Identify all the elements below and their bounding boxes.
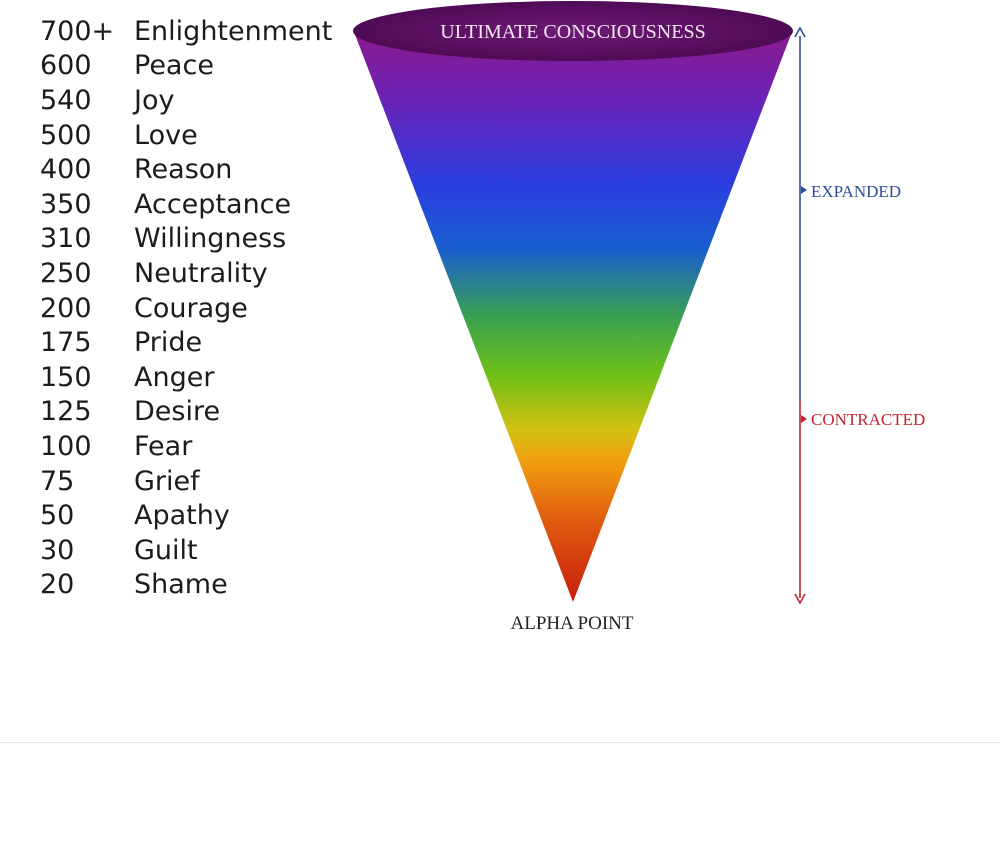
alpha-point-label: ALPHA POINT (511, 613, 634, 634)
scale-row: 75 Grief (40, 464, 360, 499)
scale-value: 200 (40, 292, 92, 324)
scale-level-name: Guilt (134, 534, 198, 566)
scale-row: 175 Pride (40, 325, 360, 360)
arrow-up-icon (794, 26, 806, 38)
scale-level-name: Enlightenment (134, 15, 333, 47)
expanded-marker-icon (801, 186, 807, 194)
bottom-divider (0, 742, 1000, 743)
cone-body (354, 32, 792, 602)
scale-value: 100 (40, 430, 92, 462)
scale-value: 75 (40, 465, 75, 497)
scale-row: 500 Love (40, 118, 360, 153)
scale-value: 175 (40, 327, 92, 359)
scale-level-name: Shame (134, 569, 228, 601)
scale-row: 400 Reason (40, 152, 360, 187)
scale-level-name: Neutrality (134, 257, 268, 289)
scale-level-name: Fear (134, 430, 193, 462)
scale-row: 100 Fear (40, 429, 360, 464)
scale-value: 30 (40, 534, 75, 566)
scale-row: 50 Apathy (40, 498, 360, 533)
scale-value: 500 (40, 119, 92, 151)
scale-row: 350 Acceptance (40, 187, 360, 222)
scale-row: 600 Peace (40, 49, 360, 84)
scale-row: 20 Shame (40, 568, 360, 603)
scale-level-name: Apathy (134, 500, 230, 532)
scale-row: 200 Courage (40, 291, 360, 326)
scale-level-name: Anger (134, 361, 215, 393)
scale-value: 310 (40, 223, 92, 255)
scale-level-name: Grief (134, 465, 200, 497)
scale-value: 600 (40, 50, 92, 82)
scale-level-name: Desire (134, 396, 221, 428)
scale-row: 30 Guilt (40, 533, 360, 568)
cone-top-cap (353, 1, 793, 61)
scale-value: 350 (40, 188, 92, 220)
ultimate-consciousness-label: ULTIMATE CONSCIOUSNESS (440, 21, 705, 43)
scale-row: 310 Willingness (40, 222, 360, 257)
scale-value: 50 (40, 500, 75, 532)
scale-level-name: Pride (134, 327, 203, 359)
expanded-label: EXPANDED (811, 182, 901, 201)
scale-value: 700+ (40, 15, 115, 47)
scale-level-name: Courage (134, 292, 248, 324)
scale-row: 150 Anger (40, 360, 360, 395)
scale-row: 540 Joy (40, 83, 360, 118)
scale-level-name: Reason (134, 154, 233, 186)
scale-row: 250 Neutrality (40, 256, 360, 291)
contracted-marker-icon (801, 415, 807, 423)
scale-level-name: Love (134, 119, 198, 151)
scale-value: 250 (40, 257, 92, 289)
scale-value: 20 (40, 569, 75, 601)
scale-level-name: Joy (134, 84, 175, 116)
contracted-label: CONTRACTED (811, 410, 925, 429)
scale-value: 150 (40, 361, 92, 393)
scale-level-name: Willingness (134, 223, 287, 255)
scale-value: 125 (40, 396, 92, 428)
scale-level-name: Peace (134, 50, 214, 82)
arrow-down-icon (794, 593, 806, 605)
scale-value: 400 (40, 154, 92, 186)
scale-value: 540 (40, 84, 92, 116)
scale-level-name: Acceptance (134, 188, 292, 220)
scale-row: 700+ Enlightenment (40, 14, 360, 49)
scale-row: 125 Desire (40, 395, 360, 430)
